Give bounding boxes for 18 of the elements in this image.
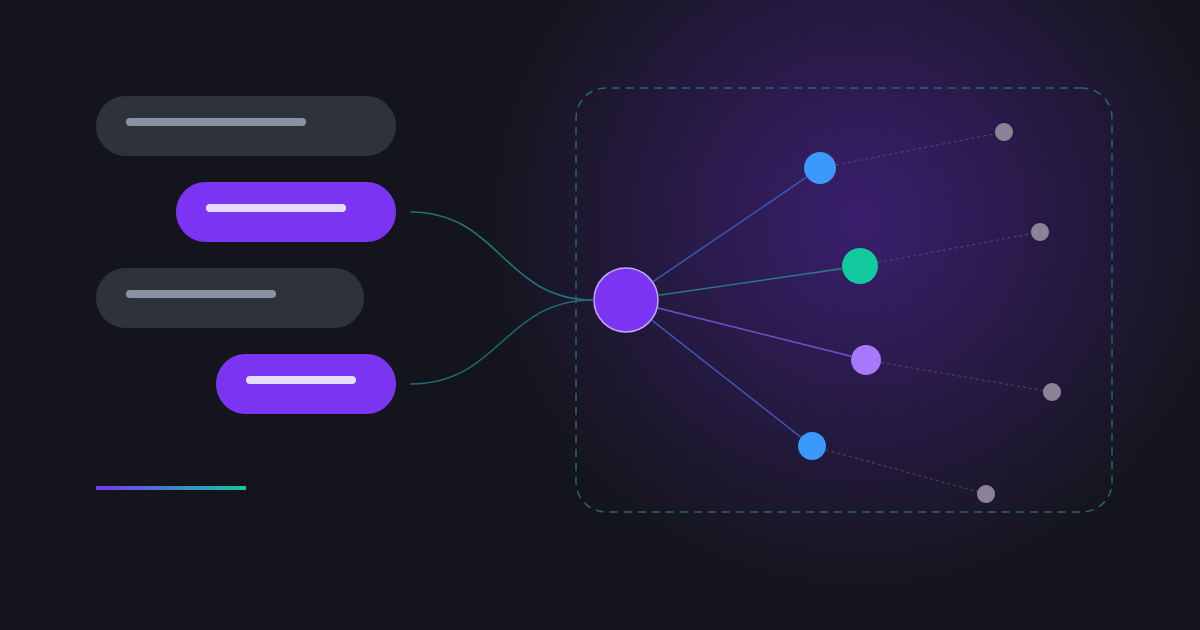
hub-circle xyxy=(593,267,659,333)
connector-line xyxy=(652,176,808,283)
connector-line xyxy=(650,319,802,439)
network-dot xyxy=(842,248,878,284)
dashed-frame xyxy=(575,87,1113,513)
network-dot xyxy=(977,485,995,503)
connector-line xyxy=(880,362,1044,391)
network-dot xyxy=(804,152,836,184)
connector-line xyxy=(835,133,996,166)
network-dot xyxy=(798,432,826,460)
network-dot xyxy=(1043,383,1061,401)
network-dot xyxy=(995,123,1013,141)
connector-line xyxy=(409,299,595,385)
connector-line xyxy=(657,307,853,358)
network-dot xyxy=(851,345,881,375)
network-dot xyxy=(1031,223,1049,241)
connector-line xyxy=(657,267,843,297)
connector-line xyxy=(825,449,978,492)
